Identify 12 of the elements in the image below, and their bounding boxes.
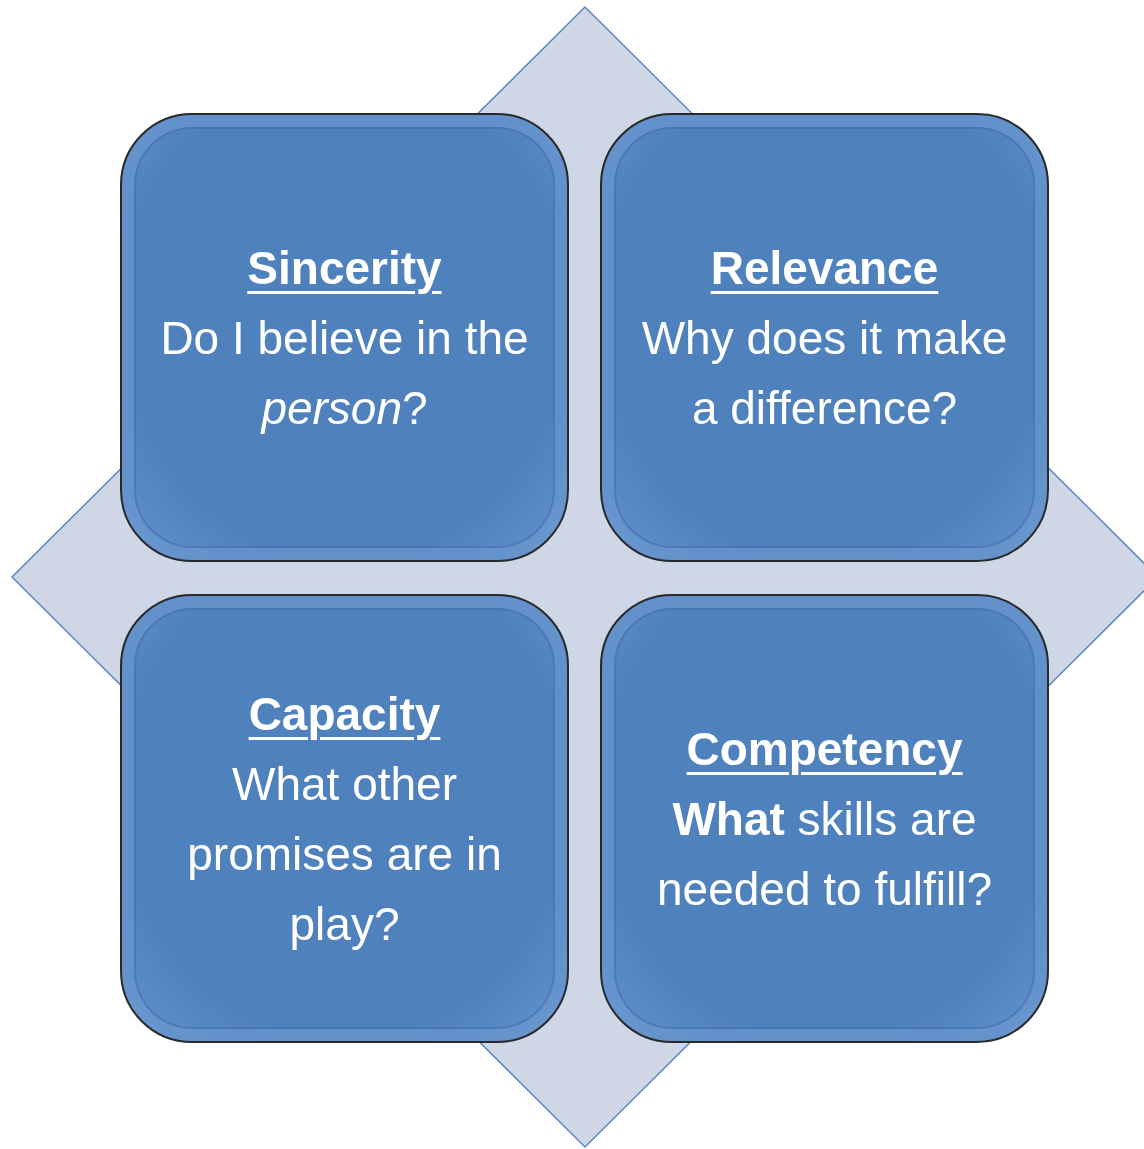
question-text: What skills are needed to fulfill? xyxy=(656,791,993,917)
rounded-box xyxy=(600,594,1049,1043)
heading: Competency xyxy=(686,721,963,777)
rounded-box xyxy=(600,113,1049,562)
heading: Capacity xyxy=(248,686,441,742)
heading: Sincerity xyxy=(247,240,442,296)
heading: Relevance xyxy=(710,240,939,296)
rounded-box xyxy=(120,113,569,562)
rounded-box xyxy=(120,594,569,1043)
question-text: What other promises are in play? xyxy=(186,756,503,952)
question-text: Why does it make a difference? xyxy=(640,310,1009,436)
question-text: Do I believe in the person? xyxy=(159,310,530,436)
